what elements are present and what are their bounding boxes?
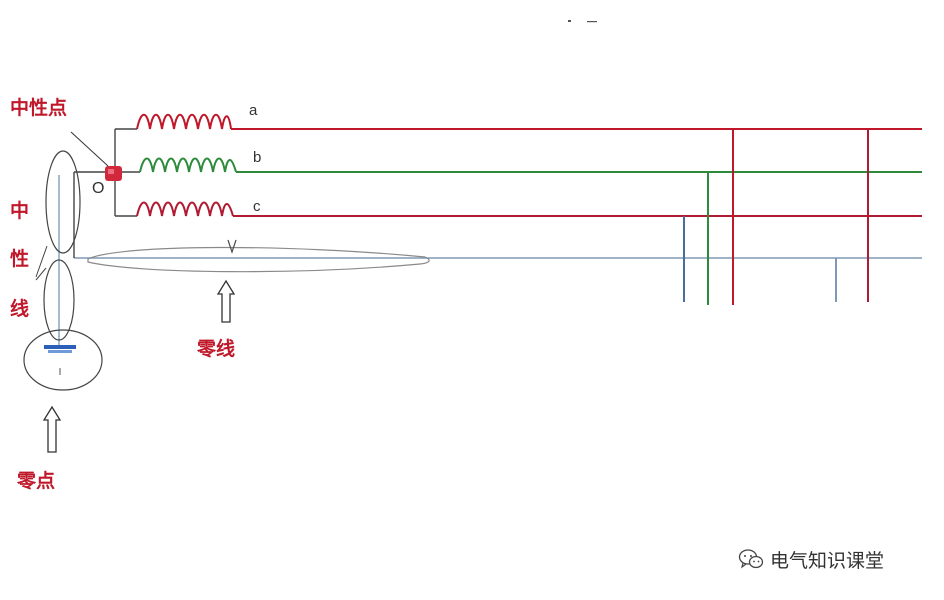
neutral-point-marker [105, 166, 122, 181]
phase-c-label: c [253, 198, 261, 215]
neutral-point-label: 中性点 [10, 96, 67, 119]
watermark: 电气知识课堂 [738, 546, 884, 572]
zero-line-arrow-icon [216, 279, 236, 323]
phase-a-label: a [249, 102, 258, 119]
zero-point-arrow-icon [42, 405, 62, 453]
zero-line-ellipse [87, 246, 430, 273]
neutral-point-pointer [70, 131, 109, 167]
phase-b-label: b [253, 149, 261, 166]
coil-b [139, 157, 237, 173]
top-artifact [568, 20, 597, 23]
wechat-icon [738, 549, 764, 569]
neutral-line-label-connectors [35, 245, 48, 281]
coil-a [136, 113, 232, 130]
zero-line-tick [227, 239, 237, 254]
neutral-line-label-char-3: 线 [10, 297, 29, 320]
o-point-label: O [92, 180, 104, 197]
ground-icon [44, 345, 76, 375]
coil-c [136, 201, 234, 217]
zero-point-ellipse [23, 329, 103, 391]
load-drops [683, 129, 869, 305]
neutral-line-ellipse-lower [43, 259, 75, 341]
zero-point-label: 零点 [16, 470, 55, 492]
neutral-line-ellipse-upper [45, 150, 81, 254]
zero-line-label: 零线 [196, 337, 235, 360]
neutral-line-label-char-2: 性 [10, 247, 29, 270]
neutral-line-label-char-1: 中 [10, 199, 29, 222]
watermark-text: 电气知识课堂 [770, 549, 885, 572]
